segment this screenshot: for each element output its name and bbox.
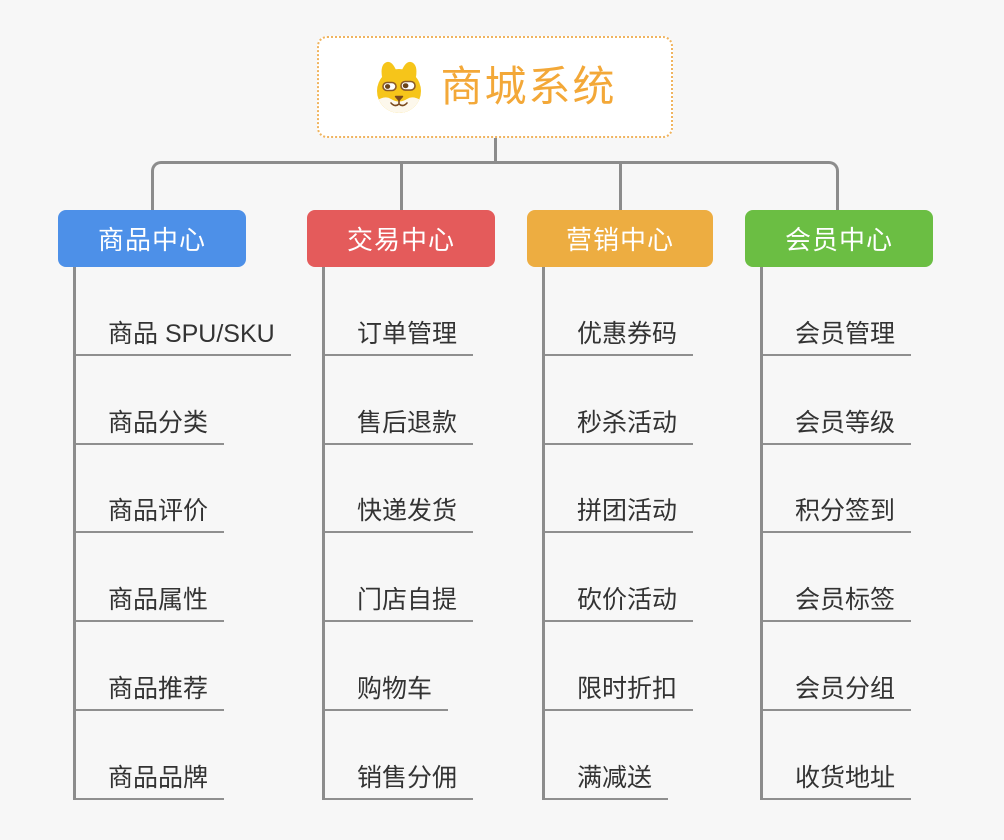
leaf-node[interactable]: 商品推荐 — [76, 677, 225, 712]
leaf-slot: 会员标签 — [763, 533, 998, 623]
branch-marketing-center[interactable]: 营销中心 — [527, 210, 713, 267]
leaf-slot: 商品品牌 — [76, 711, 311, 800]
leaf-node[interactable]: 商品分类 — [76, 410, 225, 445]
leaf-node[interactable]: 订单管理 — [325, 321, 474, 356]
leaf-node[interactable]: 会员等级 — [763, 410, 912, 445]
leaf-slot: 门店自提 — [325, 533, 560, 623]
connector-drop-2 — [400, 163, 403, 210]
leaf-slot: 商品评价 — [76, 445, 311, 534]
root-title: 商城系统 — [440, 63, 617, 110]
leaf-slot: 商品 SPU/SKU — [76, 267, 311, 356]
leaf-node[interactable]: 收货地址 — [763, 765, 912, 800]
leaf-node[interactable]: 会员分组 — [763, 677, 912, 712]
leaf-node[interactable]: 商品品牌 — [76, 765, 225, 800]
branch-product-center[interactable]: 商品中心 — [58, 210, 246, 267]
branch-member-center[interactable]: 会员中心 — [745, 210, 933, 267]
leaf-node[interactable]: 商品属性 — [76, 588, 225, 623]
leaf-slot: 限时折扣 — [545, 622, 780, 712]
leaf-slot: 优惠券码 — [545, 267, 780, 356]
leaf-slot: 销售分佣 — [325, 711, 560, 800]
leaf-slot: 秒杀活动 — [545, 356, 780, 445]
leaf-node[interactable]: 商品评价 — [76, 499, 225, 534]
leaf-slot: 商品属性 — [76, 533, 311, 623]
connector-bus — [151, 161, 839, 210]
leaf-node[interactable]: 销售分佣 — [325, 765, 474, 800]
leaf-node[interactable]: 门店自提 — [325, 588, 474, 623]
leaf-node[interactable]: 会员管理 — [763, 321, 912, 356]
root-node[interactable]: 商城系统 — [317, 36, 673, 138]
leaf-slot: 满减送 — [545, 711, 780, 800]
leaf-slot: 会员等级 — [763, 356, 998, 445]
leaf-node[interactable]: 售后退款 — [325, 410, 474, 445]
leaf-node[interactable]: 秒杀活动 — [545, 410, 694, 445]
leaf-node[interactable]: 满减送 — [545, 765, 669, 800]
branch-trade-center[interactable]: 交易中心 — [307, 210, 495, 267]
branch-column-product: 商品 SPU/SKU 商品分类 商品评价 商品属性 商品推荐 商品品牌 — [73, 267, 311, 800]
branch-column-member: 会员管理 会员等级 积分签到 会员标签 会员分组 收货地址 — [760, 267, 998, 800]
leaf-slot: 收货地址 — [763, 711, 998, 800]
leaf-slot: 购物车 — [325, 622, 560, 712]
leaf-node[interactable]: 积分签到 — [763, 499, 912, 534]
dog-icon — [377, 61, 422, 113]
connector-root-stub — [494, 138, 497, 164]
leaf-slot: 订单管理 — [325, 267, 560, 356]
leaf-slot: 砍价活动 — [545, 533, 780, 623]
connector-drop-3 — [619, 163, 622, 210]
leaf-node[interactable]: 商品 SPU/SKU — [76, 321, 291, 356]
leaf-slot: 快递发货 — [325, 445, 560, 534]
leaf-node[interactable]: 快递发货 — [325, 499, 474, 534]
leaf-node[interactable]: 优惠券码 — [545, 321, 694, 356]
leaf-slot: 拼团活动 — [545, 445, 780, 534]
leaf-slot: 会员管理 — [763, 267, 998, 356]
leaf-node[interactable]: 购物车 — [325, 677, 449, 712]
leaf-node[interactable]: 限时折扣 — [545, 677, 694, 712]
leaf-slot: 积分签到 — [763, 445, 998, 534]
leaf-slot: 售后退款 — [325, 356, 560, 445]
leaf-node[interactable]: 会员标签 — [763, 588, 912, 623]
leaf-slot: 会员分组 — [763, 622, 998, 712]
branch-column-marketing: 优惠券码 秒杀活动 拼团活动 砍价活动 限时折扣 满减送 — [542, 267, 780, 800]
branch-column-trade: 订单管理 售后退款 快递发货 门店自提 购物车 销售分佣 — [322, 267, 560, 800]
leaf-slot: 商品分类 — [76, 356, 311, 445]
leaf-slot: 商品推荐 — [76, 622, 311, 712]
leaf-node[interactable]: 砍价活动 — [545, 588, 694, 623]
leaf-node[interactable]: 拼团活动 — [545, 499, 694, 534]
